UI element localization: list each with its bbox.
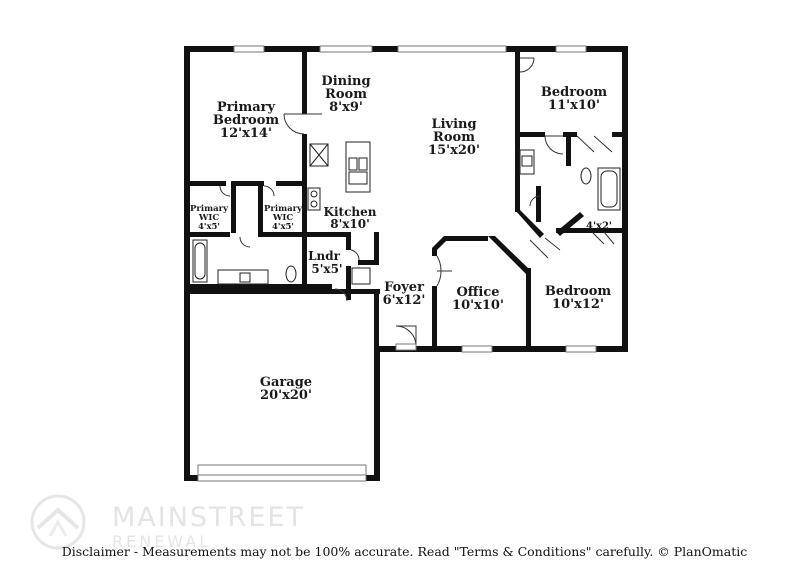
brand-name: MAINSTREET [112, 502, 305, 533]
room-name: Living [431, 117, 476, 132]
floor-plan: Primary Bedroom 12'x14' Dining Room 8'x9… [184, 45, 628, 482]
room-foyer: Foyer 6'x12' [383, 280, 426, 308]
room-name: WIC [198, 213, 220, 223]
room-name: Room [325, 87, 367, 102]
room-primary-wic-2: Primary WIC 4'x5' [264, 204, 303, 232]
room-size: 4'x5' [198, 222, 220, 232]
room-name: Bedroom [541, 85, 608, 100]
room-size: 6'x12' [383, 293, 426, 308]
room-laundry: Lndr 5'x5' [308, 249, 343, 276]
room-name: Lndr [308, 249, 341, 263]
room-name: Office [456, 285, 499, 300]
windows [197, 45, 597, 482]
room-primary-bedroom: Primary Bedroom 12'x14' [213, 100, 280, 141]
room-name: Garage [260, 375, 312, 390]
room-name: Foyer [384, 280, 424, 295]
room-size: 10'x12' [552, 297, 604, 312]
doors [219, 57, 615, 351]
room-size: 12'x14' [220, 126, 272, 141]
room-name: Bedroom [545, 284, 612, 299]
room-size: 11'x10' [548, 98, 600, 113]
room-size: 10'x10' [452, 298, 504, 313]
room-primary-wic-1: Primary WIC 4'x5' [190, 204, 229, 232]
room-size: 5'x5' [311, 262, 342, 276]
interior-walls [184, 52, 622, 352]
room-office: Office 10'x10' [452, 285, 504, 313]
disclaimer-text: Disclaimer - Measurements may not be 100… [61, 544, 748, 559]
room-dining-room: Dining Room 8'x9' [321, 74, 370, 115]
room-name: Dining [321, 74, 370, 89]
room-name: Kitchen [324, 205, 377, 219]
brand-tagline: RENEWAL [112, 532, 212, 551]
room-name: Primary [190, 204, 229, 214]
room-living-room: Living Room 15'x20' [428, 117, 480, 158]
room-name: Room [433, 130, 475, 145]
brand-logo-icon [30, 494, 86, 550]
fixtures [192, 141, 621, 285]
room-size: 20'x20' [260, 388, 312, 403]
room-kitchen: Kitchen 8'x10' [324, 205, 377, 231]
room-bedroom-1: Bedroom 11'x10' [541, 85, 608, 113]
room-name: WIC [272, 213, 294, 223]
room-size: 8'x10' [330, 217, 370, 231]
room-labels: Primary Bedroom 12'x14' Dining Room 8'x9… [190, 74, 612, 403]
room-size: 4'x5' [272, 222, 294, 232]
room-name: Primary [264, 204, 303, 214]
room-size: 8'x9' [329, 100, 363, 115]
room-closet: 4'x2' [586, 221, 612, 232]
room-name: Bedroom [213, 113, 280, 128]
room-name: Primary [217, 100, 276, 115]
room-bedroom-2: Bedroom 10'x12' [545, 284, 612, 312]
room-size: 4'x2' [586, 221, 612, 232]
room-size: 15'x20' [428, 143, 480, 158]
room-garage: Garage 20'x20' [260, 375, 312, 403]
